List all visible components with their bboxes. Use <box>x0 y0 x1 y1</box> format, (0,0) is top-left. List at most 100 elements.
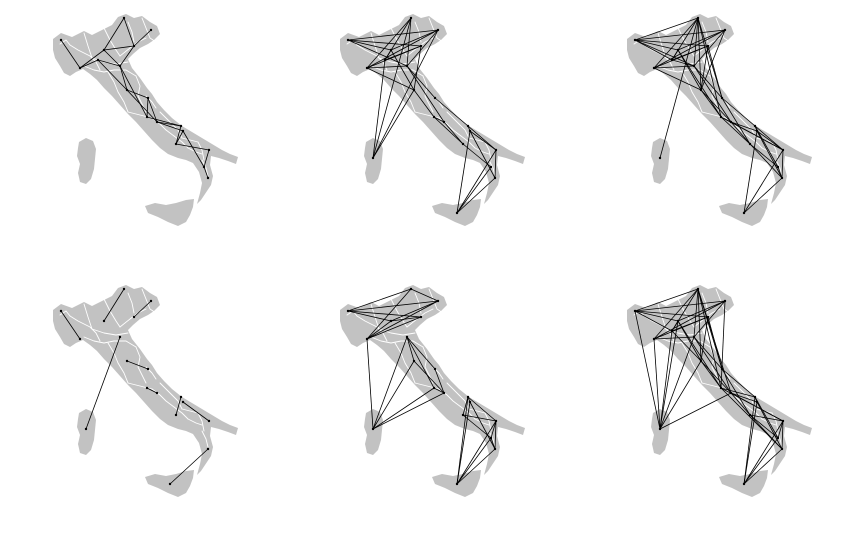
edge-piemonte-trentino-alto-adige <box>366 17 412 69</box>
edge-lombardia-friuli-venezia-giulia <box>390 29 439 51</box>
node-emilia-romagna <box>692 64 696 68</box>
node-calabria <box>780 176 784 180</box>
edge-basilicata-sicilia <box>743 437 779 485</box>
edge-lazio-molise <box>443 121 464 145</box>
node-veneto <box>706 44 710 48</box>
network-edges-r1c2 <box>347 17 497 214</box>
edge-puglia-sicilia <box>456 420 497 485</box>
edge-liguria-sardegna <box>659 330 673 430</box>
edge-puglia-calabria <box>781 149 784 179</box>
edge-abruzzo-sicilia <box>743 396 756 485</box>
edge-molise-campania <box>175 130 184 145</box>
edge-campania-puglia <box>469 130 497 151</box>
edge-valle-d-aosta-emilia-romagna <box>634 39 695 67</box>
edge-campania-sicilia <box>456 130 471 214</box>
edge-toscana-marche <box>700 360 722 389</box>
edge-puglia-sicilia <box>456 149 497 214</box>
node-molise <box>174 413 178 417</box>
edge-lombardia-toscana <box>390 49 415 91</box>
edge-veneto-liguria <box>384 45 422 61</box>
node-basilicata <box>202 165 206 169</box>
map-panel-r2c2 <box>339 284 526 498</box>
network-nodes-r1c2 <box>346 16 498 215</box>
edge-puglia-sicilia <box>743 420 784 485</box>
node-piemonte <box>652 66 656 70</box>
node-lombardia <box>389 319 393 323</box>
edge-basilicata-calabria <box>777 166 783 179</box>
node-basilicata <box>776 436 780 440</box>
edge-trentino-alto-adige-emilia-romagna <box>406 17 412 67</box>
node-valle-d-aosta <box>59 38 63 42</box>
node-campania <box>468 129 472 133</box>
edge-piemonte-friuli-venezia-giulia <box>366 300 439 340</box>
node-emilia-romagna <box>118 64 122 68</box>
node-sicilia <box>168 482 172 486</box>
edge-trentino-alto-adige-sardegna <box>659 17 699 159</box>
edge-puglia-basilicata <box>490 420 497 439</box>
edge-puglia-basilicata <box>203 149 210 168</box>
edge-basilicata-sicilia <box>456 437 492 485</box>
edge-toscana-sardegna <box>659 360 702 430</box>
edge-puglia-calabria <box>494 420 497 450</box>
italy-map-r2c1 <box>52 284 239 498</box>
node-campania <box>755 129 759 133</box>
node-veneto <box>132 44 136 48</box>
edge-lombardia-trentino-alto-adige <box>103 288 125 322</box>
edge-lombardia-veneto <box>390 316 422 322</box>
edge-marche-molise <box>720 116 751 145</box>
edge-lombardia-marche <box>677 49 722 118</box>
node-abruzzo <box>753 124 757 128</box>
edge-umbria-lazio <box>147 97 158 123</box>
edge-campania-calabria <box>756 130 783 179</box>
node-abruzzo <box>179 124 183 128</box>
edge-toscana-lazio <box>413 360 445 394</box>
edge-campania-calabria <box>756 401 783 450</box>
node-sardegna <box>371 427 375 431</box>
node-trentino-alto-adige <box>696 287 700 291</box>
edge-piemonte-sardegna <box>653 338 661 430</box>
node-lazio <box>155 120 159 124</box>
network-edges-r2c1 <box>60 288 210 485</box>
node-piemonte <box>652 337 656 341</box>
edge-lazio-abruzzo <box>156 121 182 127</box>
network-nodes-r1c3 <box>633 16 785 215</box>
edge-lazio-campania <box>730 121 758 132</box>
edge-lazio-sardegna <box>659 392 732 430</box>
node-calabria <box>206 447 210 451</box>
edge-abruzzo-puglia <box>467 125 497 151</box>
edge-campania-sicilia <box>743 401 758 485</box>
node-basilicata <box>776 165 780 169</box>
node-basilicata <box>489 436 493 440</box>
node-abruzzo <box>466 395 470 399</box>
edge-toscana-marche <box>413 89 435 118</box>
edge-friuli-venezia-giulia-emilia-romagna <box>693 300 726 338</box>
node-liguria <box>670 58 674 62</box>
italy-map-r2c3 <box>626 284 813 498</box>
node-campania <box>181 400 185 404</box>
edge-campania-basilicata <box>182 130 205 168</box>
edge-trentino-alto-adige-friuli-venezia-giulia <box>410 288 439 302</box>
edge-marche-abruzzo <box>720 387 756 398</box>
node-trentino-alto-adige <box>409 287 413 291</box>
edge-campania-sicilia <box>456 401 471 485</box>
edge-valle-d-aosta-trentino-alto-adige <box>634 288 699 312</box>
node-puglia <box>494 419 498 423</box>
node-umbria <box>433 96 437 100</box>
node-sardegna <box>658 427 662 431</box>
edge-valle-d-aosta-emilia-romagna <box>347 39 408 67</box>
italy-map-r1c3 <box>626 13 813 227</box>
edge-friuli-venezia-giulia-marche <box>720 300 726 389</box>
edge-emilia-romagna-lazio <box>406 65 445 123</box>
node-friuli-venezia-giulia <box>723 28 727 32</box>
edge-umbria-molise <box>721 97 751 145</box>
node-calabria <box>206 176 210 180</box>
node-veneto <box>706 315 710 319</box>
edge-emilia-romagna-sardegna <box>659 336 695 430</box>
map-panel-r2c3 <box>626 284 813 498</box>
node-campania <box>755 400 759 404</box>
edge-abruzzo-puglia <box>467 396 497 422</box>
node-marche <box>145 115 149 119</box>
edge-valle-d-aosta-piemonte <box>60 39 81 69</box>
node-valle-d-aosta <box>346 38 350 42</box>
node-toscana <box>412 88 416 92</box>
